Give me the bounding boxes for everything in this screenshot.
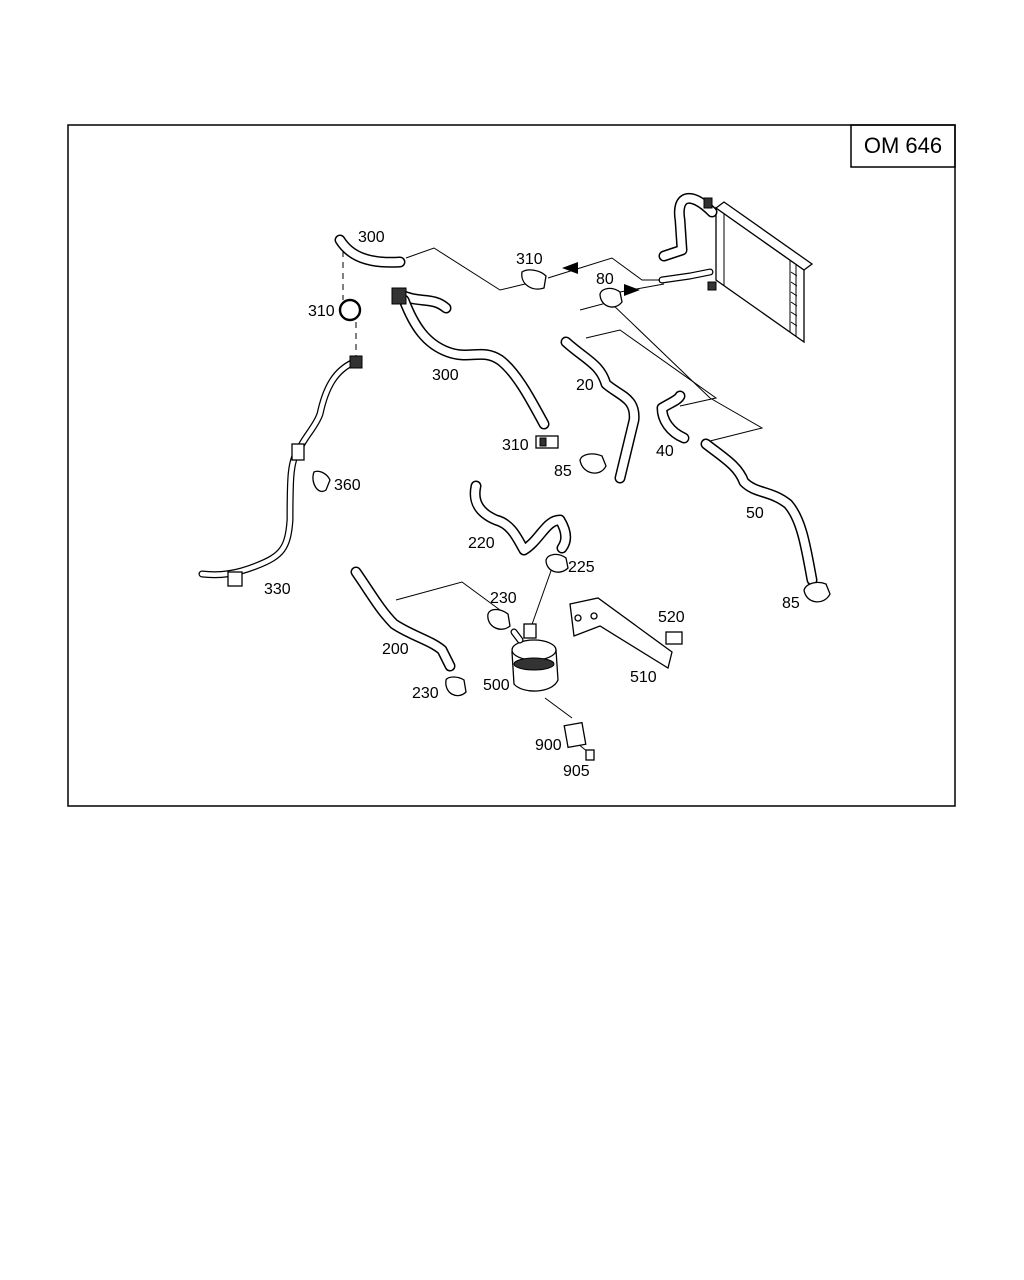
leader-lines bbox=[342, 240, 764, 753]
hose-200 bbox=[350, 566, 456, 672]
clamp-310-lower bbox=[535, 435, 559, 449]
clamp-310-upper bbox=[521, 269, 547, 290]
clamp-80 bbox=[599, 287, 623, 308]
pump-500 bbox=[510, 623, 559, 692]
callout-labels: 300 310 310 80 300 20 310 85 40 360 50 2… bbox=[264, 229, 800, 780]
hose-300-lower bbox=[391, 287, 550, 430]
clamp-85-lower bbox=[803, 581, 831, 603]
clamp-85-upper bbox=[579, 453, 607, 474]
plug-905 bbox=[585, 749, 595, 761]
clamp-225 bbox=[545, 553, 569, 573]
callout-310-lower: 310 bbox=[502, 437, 529, 454]
hose-40 bbox=[656, 390, 690, 444]
callout-20: 20 bbox=[576, 377, 594, 394]
bracket-510 bbox=[569, 597, 673, 670]
callout-300-upper: 300 bbox=[358, 229, 385, 246]
callout-50: 50 bbox=[746, 505, 764, 522]
callout-500: 500 bbox=[483, 677, 510, 694]
callout-310-ring: 310 bbox=[308, 303, 335, 320]
callout-330: 330 bbox=[264, 581, 291, 598]
callout-520: 520 bbox=[658, 609, 685, 626]
callout-85-upper: 85 bbox=[554, 463, 572, 480]
callout-230-lower: 230 bbox=[412, 685, 439, 702]
heater-core bbox=[658, 192, 814, 344]
callout-510: 510 bbox=[630, 669, 657, 686]
callout-200: 200 bbox=[382, 641, 409, 658]
sensor-900 bbox=[563, 721, 587, 749]
hose-300-upper bbox=[334, 234, 406, 268]
callout-225: 225 bbox=[568, 559, 595, 576]
callout-310-upper: 310 bbox=[516, 251, 543, 268]
callout-900: 900 bbox=[535, 737, 562, 754]
hose-220 bbox=[469, 480, 572, 556]
callout-80: 80 bbox=[596, 271, 614, 288]
callout-905: 905 bbox=[563, 763, 590, 780]
callout-300-lower: 300 bbox=[432, 367, 459, 384]
pipe-330 bbox=[198, 355, 363, 587]
hose-20 bbox=[560, 336, 640, 484]
hose-50 bbox=[700, 438, 818, 586]
engine-label-box: OM 646 bbox=[850, 124, 956, 168]
clamp-360 bbox=[312, 470, 331, 493]
callout-360: 360 bbox=[334, 477, 361, 494]
clamp-230-lower bbox=[445, 676, 467, 697]
diagram-frame bbox=[67, 124, 956, 807]
callout-85-lower: 85 bbox=[782, 595, 800, 612]
callout-220: 220 bbox=[468, 535, 495, 552]
clamp-310-ring bbox=[338, 298, 362, 322]
clamp-230-upper bbox=[487, 608, 511, 630]
clip-520 bbox=[665, 631, 683, 645]
callout-230-upper: 230 bbox=[490, 590, 517, 607]
callout-40: 40 bbox=[656, 443, 674, 460]
engine-label: OM 646 bbox=[864, 133, 942, 158]
